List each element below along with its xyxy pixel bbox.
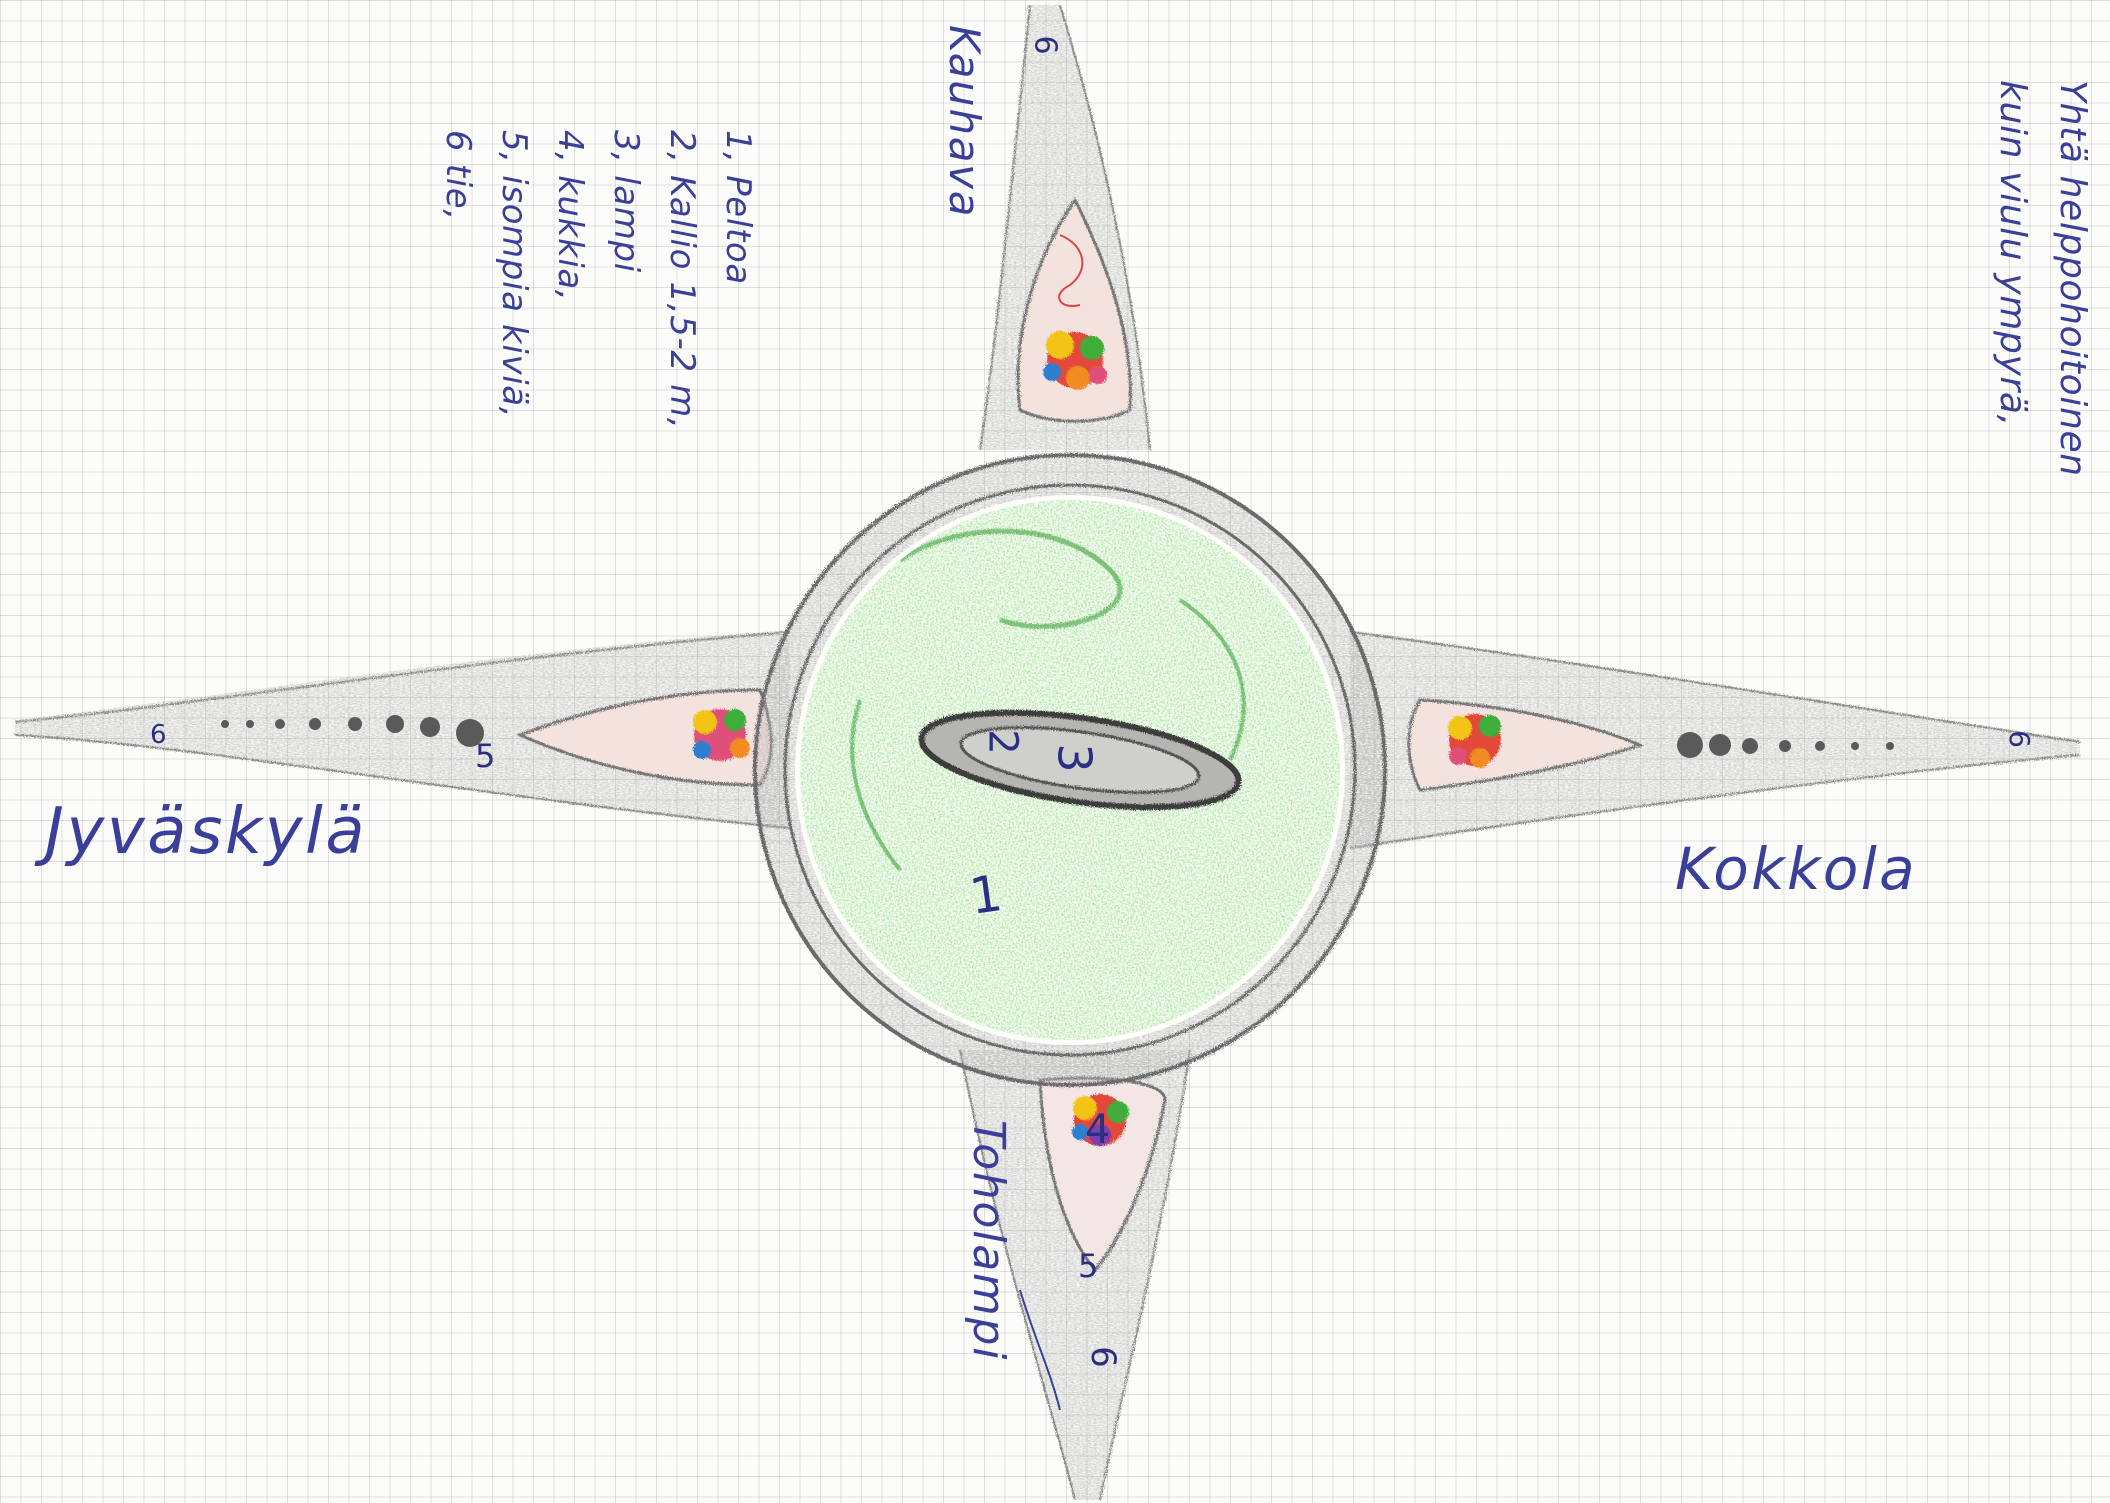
legend-item: 4, kukkia, [550,130,590,302]
label-stones-west: 5 [475,737,496,775]
label-road-east: 6 [2002,730,2036,748]
road-west [15,630,790,830]
label-rock: 2 [979,729,1026,755]
place-east: Kokkola [1675,835,1918,903]
place-north: Kauhava [940,25,989,219]
stones [221,715,1894,758]
label-pond: 3 [1047,743,1102,773]
label-road-west: 6 [150,720,167,750]
label-field: 1 [966,864,1006,926]
bed-south [1038,1076,1167,1273]
label-stones-south: 5 [1078,1247,1099,1285]
legend-item: 5, isompia kiviä, [494,130,534,419]
maintenance-note: Yhtä helppohoitoinen kuin viulu ympyrä, [1970,80,2093,477]
legend-item: 3, lampi [606,130,646,273]
legend-item: 2, Kallio 1,5-2 m, [662,130,702,430]
legend-item: 6 tie, [438,130,478,221]
label-road-north: 6 [1027,35,1063,55]
legend-item: 1, Peltoa [718,130,758,285]
pond [918,709,1242,811]
label-flower-south: 4 [1085,1107,1111,1153]
place-south: Toholampi [963,1120,1014,1362]
legend: 1, Peltoa 2, Kallio 1,5-2 m, 3, lampi 4,… [419,130,758,430]
note-line: Yhtä helppohoitoinen [2052,80,2093,477]
flower-beds [516,197,1645,1273]
label-road-south: 6 [1082,1346,1123,1368]
note-line: kuin viulu ympyrä, [1992,80,2033,427]
place-west: Jyväskylä [45,795,368,869]
